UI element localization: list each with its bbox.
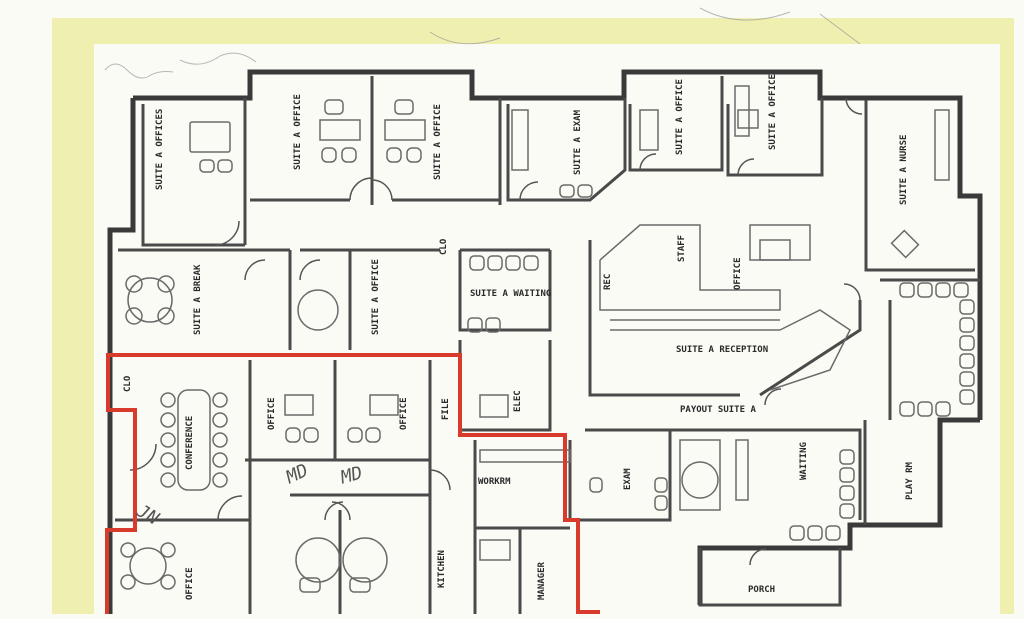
label-suite-a-offices: SUITE A OFFICES: [155, 109, 165, 190]
label-office-d: OFFICE: [399, 397, 409, 430]
label-office-3: SUITE A OFFICE: [675, 79, 685, 155]
door-swings: [129, 97, 863, 566]
label-reception: SUITE A RECEPTION: [676, 345, 768, 355]
label-break: SUITE A BREAK: [193, 264, 203, 335]
label-workroom: WORKRM: [478, 477, 511, 487]
label-office-4: SUITE A OFFICE: [768, 74, 778, 150]
label-records: REC: [603, 274, 613, 290]
label-office-a: OFFICE: [733, 257, 743, 290]
highlighted-area-outline: [105, 353, 580, 614]
label-elec: ELEC: [513, 390, 523, 412]
label-exam: SUITE A EXAM: [573, 109, 583, 175]
label-staff: STAFF: [677, 235, 687, 262]
label-office-2: SUITE A OFFICE: [433, 104, 443, 180]
label-manager: MANAGER: [537, 561, 547, 600]
label-clo-2: CLO: [439, 238, 449, 255]
label-exam-lower: EXAM: [623, 468, 633, 490]
label-clo-1: CLO: [123, 375, 133, 392]
label-waiting: WAITING: [799, 442, 809, 480]
label-office-c: OFFICE: [267, 397, 277, 430]
label-nurse: SUITE A NURSE: [899, 135, 909, 205]
interior-walls: [115, 76, 980, 614]
label-kitchen: KITCHEN: [437, 550, 447, 588]
furniture: [120, 85, 975, 593]
label-office-b: OFFICE: [185, 567, 195, 600]
label-office-5: SUITE A OFFICE: [371, 259, 381, 335]
label-conference: CONFERENCE: [185, 416, 195, 470]
label-waiting-a: SUITE A WAITING: [470, 289, 551, 299]
label-file: FILE: [441, 398, 451, 420]
label-payout: PAYOUT SUITE A: [680, 405, 756, 415]
label-porch: PORCH: [748, 585, 775, 595]
label-office-1: SUITE A OFFICE: [293, 94, 303, 170]
pencil-scribbles: [104, 7, 861, 79]
label-playroom: PLAY RM: [905, 461, 915, 500]
